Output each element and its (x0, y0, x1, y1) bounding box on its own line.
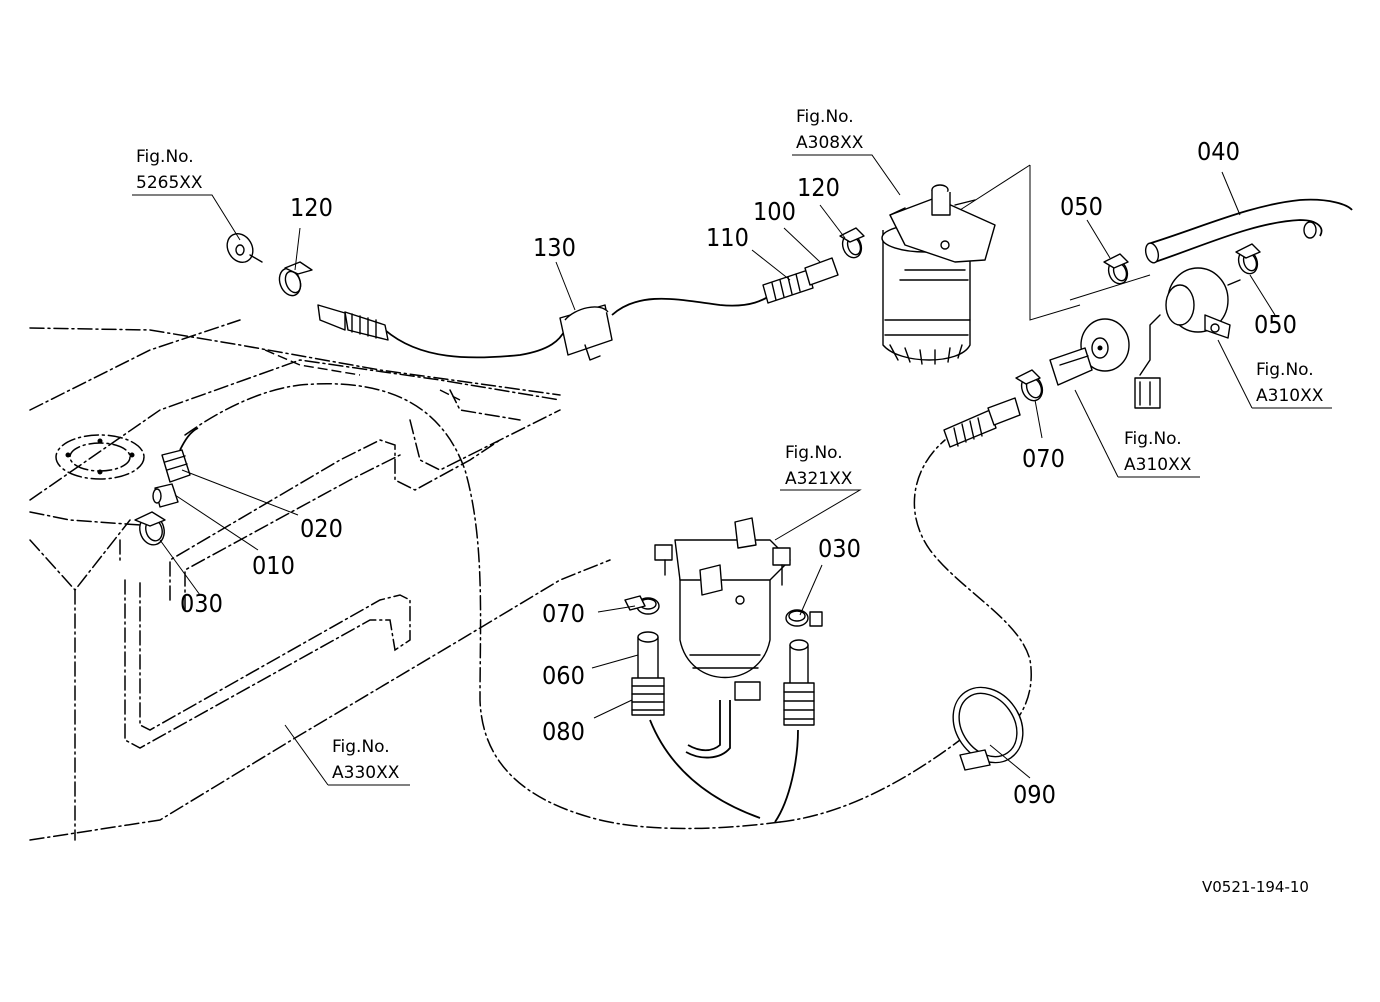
fig-ref-a310b-caption: Fig.No. (1124, 429, 1182, 449)
fig-ref-a330-caption: Fig.No. (332, 737, 390, 757)
part-label-050a: 050 (1060, 192, 1103, 221)
hose-clamp-050a (1103, 253, 1129, 285)
banjo-fitting (226, 232, 263, 264)
part-label-090: 090 (1013, 780, 1056, 809)
solenoid-a310 (1049, 318, 1130, 386)
hose-clamp-030b (785, 609, 823, 627)
spring-hose-110 (762, 257, 839, 304)
part-label-120a: 120 (290, 193, 333, 222)
fig-ref-a330-code: A330XX (332, 763, 400, 783)
hose-clamp-070a (1015, 369, 1044, 402)
fig-ref-a310b-code: A310XX (1124, 455, 1192, 475)
part-label-030b: 030 (818, 534, 861, 563)
hose-clamp-120a (278, 261, 313, 297)
part-label-050b: 050 (1254, 310, 1297, 339)
tank-gauge-opening (55, 434, 145, 480)
part-label-020: 020 (300, 514, 343, 543)
part-label-130: 130 (533, 233, 576, 262)
fig-ref-a321-code: A321XX (785, 469, 853, 489)
fig-ref-5265-code: 5265XX (136, 173, 203, 193)
part-label-070b: 070 (542, 599, 585, 628)
part-label-040: 040 (1197, 137, 1240, 166)
hose-clip-130 (559, 304, 613, 361)
reference-leaders (959, 164, 1151, 321)
fig-ref-a310a-code: A310XX (1256, 386, 1324, 406)
part-label-120b: 120 (797, 173, 840, 202)
part-labels: 120 130 110 100 120 040 050 050 070 020 … (180, 137, 1297, 809)
tank-outlet-fitting (152, 427, 199, 508)
figure-ref-leaders (132, 154, 1332, 786)
part-label-080: 080 (542, 717, 585, 746)
fig-ref-a308-code: A308XX (796, 133, 864, 153)
fig-ref-a310a-caption: Fig.No. (1256, 360, 1314, 380)
fuel-filter-a308 (881, 184, 996, 365)
hose-clamp-050b (1235, 243, 1261, 275)
fuel-filter-a321 (654, 517, 791, 701)
part-label-060: 060 (542, 661, 585, 690)
fig-ref-a308-caption: Fig.No. (796, 107, 854, 127)
spring-hose-left (317, 304, 389, 341)
hose-clamp-120b (839, 227, 865, 259)
fig-ref-a321-caption: Fig.No. (785, 443, 843, 463)
hose-clamp-030a (134, 511, 166, 546)
document-code: V0521-194-10 (1202, 878, 1309, 896)
figure-references: Fig.No. 5265XX Fig.No. A308XX Fig.No. A3… (136, 107, 1324, 783)
part-label-010: 010 (252, 551, 295, 580)
fuel-tank-outline (29, 319, 611, 841)
fig-ref-5265-caption: Fig.No. (136, 147, 194, 167)
label-leaders (159, 171, 1276, 779)
fuel-pump-a310 (1134, 267, 1241, 409)
part-label-110: 110 (706, 223, 749, 252)
spring-hose-right (943, 397, 1021, 448)
hose-clamp-070b (624, 595, 660, 615)
cable-tie-090 (952, 686, 1024, 771)
pipe-060-spring-080 (631, 631, 665, 716)
hose-routes (184, 198, 1353, 830)
part-label-030a: 030 (180, 589, 223, 618)
part-label-070a: 070 (1022, 444, 1065, 473)
part-label-100: 100 (753, 197, 796, 226)
pipe-spring-right (783, 639, 815, 726)
